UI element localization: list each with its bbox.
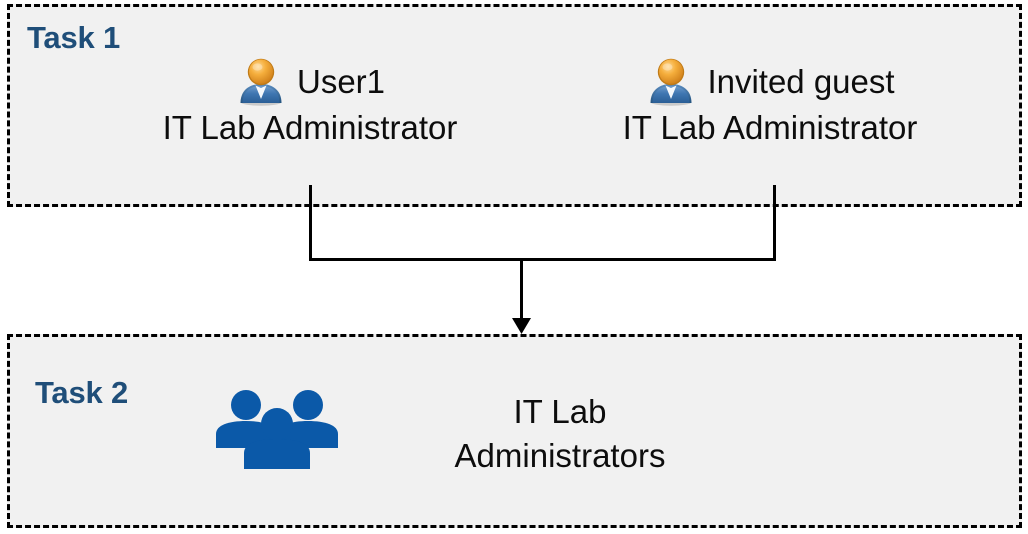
group-name-line1: IT Lab <box>513 393 607 430</box>
person-user1-name-row: User1 <box>130 58 490 106</box>
person-user1-role: IT Lab Administrator <box>162 109 458 146</box>
task-2-box <box>7 334 1022 528</box>
task-1-box <box>7 4 1022 207</box>
person-invited-guest-role: IT Lab Administrator <box>622 109 918 146</box>
group-name-line2: Administrators <box>454 436 666 474</box>
group-label: IT Lab Administrators <box>380 390 740 477</box>
person-invited-guest-name: Invited guest <box>707 63 895 101</box>
task-2-label: Task 2 <box>35 375 129 410</box>
person-user1-name: User1 <box>296 63 386 101</box>
person-invited-guest-name-row: Invited guest <box>590 58 950 106</box>
person-invited-guest: Invited guest IT Lab Administrator <box>590 58 950 150</box>
task-1-label: Task 1 <box>27 20 121 55</box>
person-user1: User1 IT Lab Administrator <box>130 58 490 150</box>
user-icon <box>645 58 697 106</box>
users-group-icon <box>214 386 340 471</box>
user-icon <box>235 58 287 106</box>
